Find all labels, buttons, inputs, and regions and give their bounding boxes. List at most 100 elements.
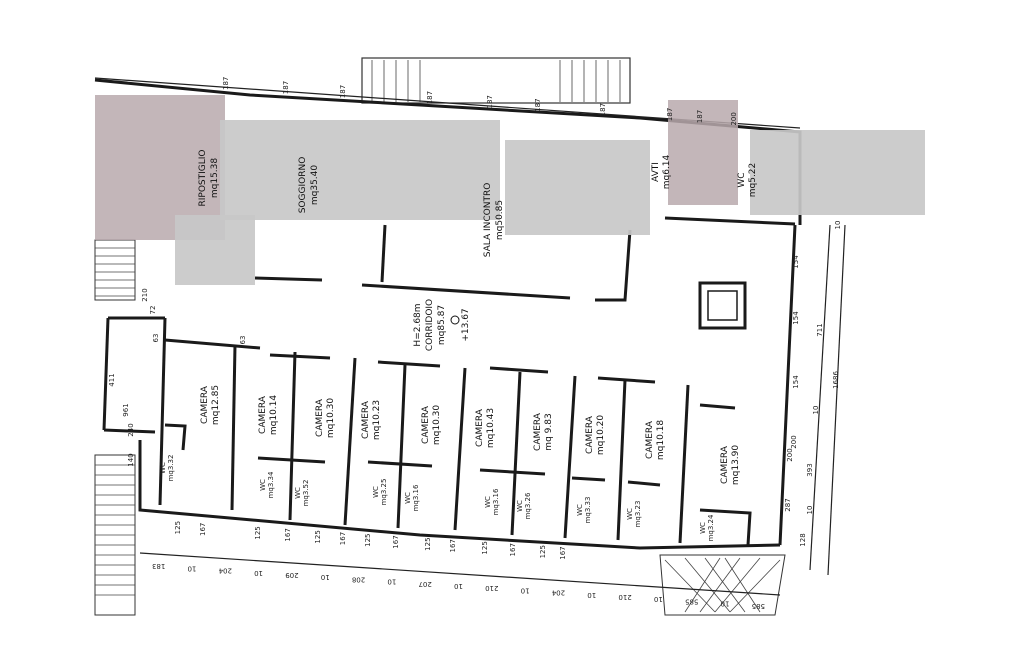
dim-bottom-small-12: 167 [509, 543, 517, 556]
dim-right-3: 1686 [832, 371, 840, 389]
dim-right-7: 128 [799, 533, 807, 546]
elevator-shaft [698, 281, 747, 330]
dim-top-5: 187 [486, 95, 494, 108]
dim-bottom-small-10: 167 [449, 539, 457, 552]
corridor-height: H=2.68m [413, 303, 423, 346]
dim-bottom-small-9: 125 [424, 537, 432, 550]
wc-area-8: mq3.33 [584, 497, 592, 524]
dim-bottom-7: 208 [352, 575, 365, 583]
camera-area-1: mq12.85 [211, 385, 221, 425]
level-marker-icon [450, 315, 460, 325]
dim-bottom-15: 210 [618, 593, 631, 601]
camera-name-2: CAMERA [258, 395, 268, 434]
dim-bottom-6: 10 [321, 573, 330, 581]
bottom-stair [659, 554, 786, 616]
dim-bottom-9: 207 [418, 580, 431, 588]
camera-name-1: CAMERA [200, 385, 210, 424]
dim-bottom-18: 10 [721, 600, 730, 608]
camera-area-8: mq10.20 [596, 415, 606, 456]
dim-bottom-12: 10 [521, 586, 530, 594]
wc-name-10: WC [699, 522, 707, 534]
soggiorno-area: mq35.40 [310, 165, 320, 206]
dim-bottom-small-1: 125 [174, 521, 182, 534]
wc-name-3: WC [294, 487, 302, 499]
dim-left-3: 210 [141, 288, 149, 301]
dim-bottom-16: 10 [654, 595, 663, 603]
dim-right-9: 154 [792, 311, 800, 325]
wc-area-5: mq3.16 [412, 484, 420, 511]
left-stair-hatching [94, 239, 136, 616]
dim-bottom-small-7: 125 [364, 533, 372, 546]
dim-left-8: 63 [239, 336, 247, 345]
camera-area-9: mq10.18 [656, 420, 666, 461]
dim-bottom-10: 10 [454, 582, 463, 590]
camera-area-4: mq10.23 [372, 400, 382, 440]
corridor-area: mq85.87 [437, 305, 447, 345]
dim-bottom-small-2: 167 [199, 523, 207, 536]
dim-bottom-small-14: 167 [559, 546, 567, 559]
wc-name-1: WC [159, 462, 167, 474]
wc-area-7: mq3.26 [524, 492, 532, 519]
dim-right-12: 200 [786, 448, 794, 461]
interior-walls [164, 216, 796, 546]
dim-bottom-small-3: 125 [254, 526, 262, 539]
wc-area-2: mq3.34 [267, 471, 275, 498]
ripostiglio-label: RIPOSTIGLIO [198, 149, 208, 206]
dim-bottom-14: 10 [587, 591, 596, 599]
dim-bottom-19: 585 [752, 602, 765, 610]
dim-bottom-13: 204 [551, 589, 565, 597]
dim-top-6: 187 [534, 98, 542, 111]
dim-top-10: 200 [730, 112, 738, 125]
camera-name-8: CAMERA [585, 415, 595, 454]
camera-area-7: mq 9.83 [544, 413, 554, 450]
dim-top-1: 187 [222, 77, 230, 90]
dim-bottom-small-4: 167 [284, 528, 292, 541]
dim-left-6: 240 [127, 423, 135, 436]
dim-right-5: 393 [806, 463, 814, 476]
sala-incontro-area: mq50.85 [495, 200, 505, 240]
dim-right-11: 200 [790, 435, 798, 448]
camera-area-3: mq10.30 [326, 398, 336, 439]
dim-bottom-11: 210 [485, 584, 498, 592]
wc-top-area: mq5.22 [748, 163, 758, 198]
wc-name-5: WC [404, 492, 412, 504]
camera-name-7: CAMERA [533, 412, 543, 451]
dim-bottom-small-11: 125 [481, 541, 489, 554]
dim-left-2: 961 [122, 403, 130, 416]
wc-name-2: WC [259, 479, 267, 491]
ripostiglio-area: mq15.38 [210, 158, 220, 199]
dim-bottom-4: 10 [254, 569, 263, 577]
dim-bottom-1: 183 [152, 562, 165, 570]
camera-name-5: CAMERA [421, 405, 431, 444]
wc-area-3: mq3.52 [302, 480, 310, 507]
dim-bottom-small-6: 167 [339, 532, 347, 545]
camera-name-3: CAMERA [315, 398, 325, 437]
sala-incontro-name: SALA INCONTRO [483, 183, 493, 258]
dim-right-1: 10 [834, 221, 842, 230]
dim-bottom-17: 585 [685, 597, 698, 605]
dim-top-2: 187 [282, 81, 290, 94]
wc-area-9: mq3.23 [634, 501, 642, 528]
ripostiglio-name: RIPOSTIGLIO [198, 149, 208, 206]
dim-left-5: 140 [127, 453, 135, 466]
camera-area-10: mq13.90 [731, 445, 741, 486]
dim-left-7: 63 [152, 334, 160, 343]
wc-name-7: WC [516, 500, 524, 512]
dim-top-4: 187 [426, 91, 434, 104]
wc-top-name: WC [737, 172, 747, 187]
dim-bottom-2: 10 [188, 564, 197, 572]
dim-top-8: 187 [666, 108, 674, 121]
dim-right-10: 154 [792, 375, 800, 389]
dim-right-2: 711 [816, 323, 824, 336]
wc-name-6: WC [484, 496, 492, 508]
wc-name-4: WC [372, 486, 380, 498]
dim-bottom-5: 209 [285, 571, 298, 579]
camera-area-2: mq10.14 [269, 395, 279, 436]
dim-bottom-small-13: 125 [539, 545, 547, 558]
dim-bottom-3: 204 [218, 567, 232, 575]
dim-top-9: 187 [696, 110, 704, 123]
dim-top-3: 187 [339, 85, 347, 98]
